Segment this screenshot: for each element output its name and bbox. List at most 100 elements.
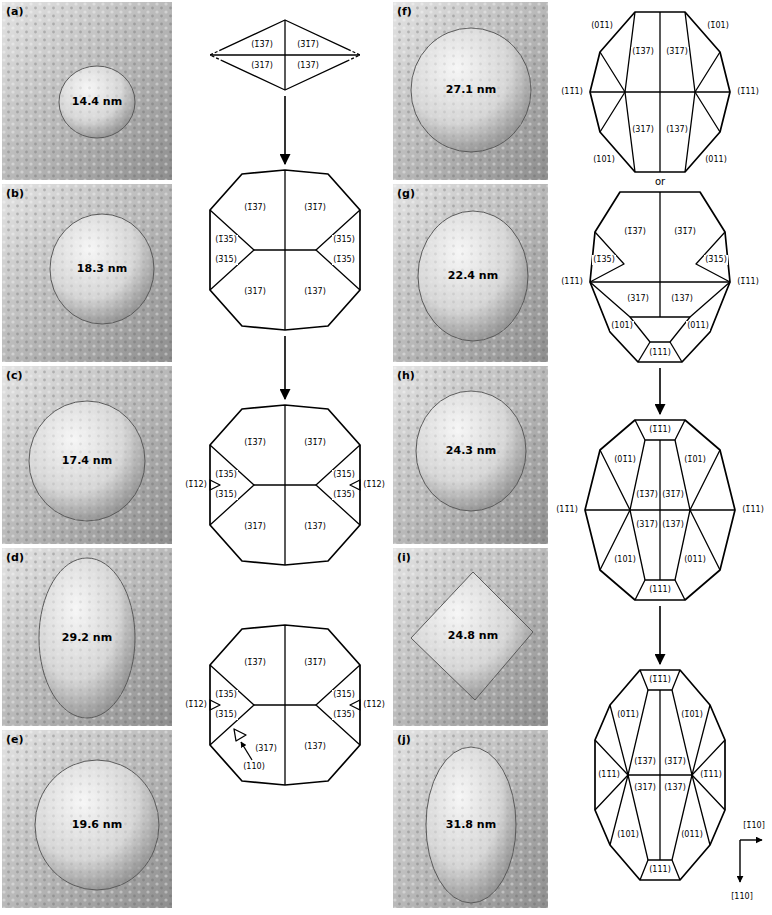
- crystal-shape: (1̄3̄7)(3̄1̄7)(1̄35)(3̄15)(1̄12)(1̄12)(3…: [180, 625, 390, 785]
- facet-outline: [210, 170, 360, 330]
- facet-index: (101): [613, 555, 637, 564]
- facet-index: (3̄1̄7): [663, 757, 687, 766]
- facet-index: (1̄35): [214, 690, 238, 699]
- facet-index: (01̄1): [616, 710, 640, 719]
- facet-index: (3̄1̄7): [661, 490, 685, 499]
- facet-index: (1̄1̄1): [648, 425, 672, 434]
- facet-index: (1̄3̄7): [631, 47, 655, 56]
- facet-edge: [590, 91, 625, 92]
- afm-panel: [2, 184, 172, 362]
- crystal-shape: (1̄3̄7)(3̄1̄7)(1̄35)(3̄15)(3̄15)(1̄35)(3…: [210, 170, 360, 330]
- facet-index: (317): [243, 287, 267, 296]
- facet-index: (1̄35): [214, 470, 238, 479]
- facet-index: (011): [680, 830, 704, 839]
- facet-edge: [350, 700, 360, 710]
- facet-outline: [555, 420, 765, 600]
- facet-edge: [316, 445, 360, 525]
- facet-edge: [590, 232, 624, 282]
- crystal-outline: [585, 420, 735, 600]
- facet-index: (1̄01): [680, 710, 704, 719]
- facet-index: (1̄35): [214, 235, 238, 244]
- afm-panel: [393, 548, 548, 726]
- growth-arrow: [659, 606, 661, 664]
- crystal-shape: (1̄1̄1)(01̄1)(1̄01)(1̄3̄7)(3̄1̄7)(11̄1)(…: [555, 420, 765, 600]
- crystal-shape: (01̄1)(1̄01)(1̄3̄7)(3̄1̄7)(11̄1)(1̄11)(3…: [555, 12, 765, 172]
- facet-index: (137): [303, 742, 327, 751]
- facet-index: (137): [665, 125, 689, 134]
- facet-edge: [316, 665, 360, 745]
- size-label: 24.8 nm: [448, 630, 498, 643]
- facet-index: (1̄11): [699, 770, 723, 779]
- facet-edge: [600, 450, 630, 570]
- facet-index: (3̄1̄7): [673, 227, 697, 236]
- facet-index: (3̄15): [332, 690, 356, 699]
- panel-letter: (c): [6, 370, 23, 383]
- facet-edge: [690, 450, 720, 570]
- panel-letter: (f): [397, 6, 412, 19]
- size-label: 31.8 nm: [446, 819, 496, 832]
- facet-index: (11̄1): [555, 505, 579, 514]
- facet-index: (137): [663, 783, 687, 792]
- facet-edge: [635, 420, 685, 440]
- facet-index: (1̄12): [184, 480, 208, 489]
- facet-outline: [180, 625, 390, 785]
- facet-index: (101): [592, 155, 616, 164]
- facet-index: (101): [616, 830, 640, 839]
- facet-edge: [210, 445, 254, 525]
- facet-edge: [316, 210, 360, 290]
- facet-index: (01̄1): [590, 21, 614, 30]
- facet-edge: [254, 704, 316, 705]
- axis-arrow: [740, 839, 762, 840]
- growth-arrow: [284, 336, 286, 399]
- facet-index: (137): [661, 520, 685, 529]
- axis-arrow: [739, 840, 740, 882]
- facet-index: (111): [648, 585, 672, 594]
- afm-panel: [2, 730, 172, 908]
- facet-outline: [555, 192, 765, 362]
- facet-index: (1̄3̄7): [635, 490, 659, 499]
- facet-index: (011): [686, 321, 710, 330]
- facet-edge: [695, 91, 730, 92]
- facet-index: (317): [633, 783, 657, 792]
- afm-panel: [2, 548, 172, 726]
- facet-index: (1̄3̄7): [623, 227, 647, 236]
- crystal-outline: [590, 12, 730, 172]
- facet-index: (11̄1): [597, 770, 621, 779]
- facet-index: (111): [648, 348, 672, 357]
- panel-letter: (h): [397, 370, 415, 383]
- facet-edge: [254, 249, 316, 250]
- facet-index: (3̄1̄7): [303, 658, 327, 667]
- facet-edge: [210, 480, 220, 490]
- size-label: 22.4 nm: [448, 270, 498, 283]
- facet-index: (1̄11): [736, 277, 760, 286]
- facet-index: (11̄1): [560, 277, 584, 286]
- panel-letter: (i): [397, 552, 411, 565]
- facet-outline: [180, 405, 390, 565]
- facet-index: (3̄15): [214, 490, 238, 499]
- panel-letter: (a): [6, 6, 23, 19]
- size-label: 14.4 nm: [72, 96, 122, 109]
- afm-panel: [393, 184, 548, 362]
- facet-index: (1̄3̄7): [243, 658, 267, 667]
- facet-edge: [590, 282, 730, 317]
- facet-edge: [210, 210, 254, 290]
- crystal-outline: [210, 625, 360, 785]
- facet-index: (011): [683, 555, 707, 564]
- size-label: 19.6 nm: [72, 819, 122, 832]
- facet-edge: [234, 729, 246, 741]
- facet-index: (1̄12): [362, 700, 386, 709]
- facet-index: (137): [303, 522, 327, 531]
- panel-letter: (g): [397, 188, 415, 201]
- facet-index: (01̄1): [613, 455, 637, 464]
- axis-label: [110]: [730, 892, 754, 901]
- facet-edge: [350, 480, 360, 490]
- facet-index: (3̄15): [332, 470, 356, 479]
- facet-index: (1̄12): [184, 700, 208, 709]
- facet-edge: [628, 774, 692, 775]
- crystal-shape: (1̄3̄7)(3̄1̄7)(1̄35)(3̄15)(11̄1)(1̄11)(3…: [555, 192, 765, 362]
- facet-edge: [640, 670, 680, 690]
- facet-index: (11̄1): [560, 87, 584, 96]
- growth-arrow: [659, 368, 661, 414]
- facet-edge: [284, 20, 285, 90]
- afm-panel: [393, 2, 548, 180]
